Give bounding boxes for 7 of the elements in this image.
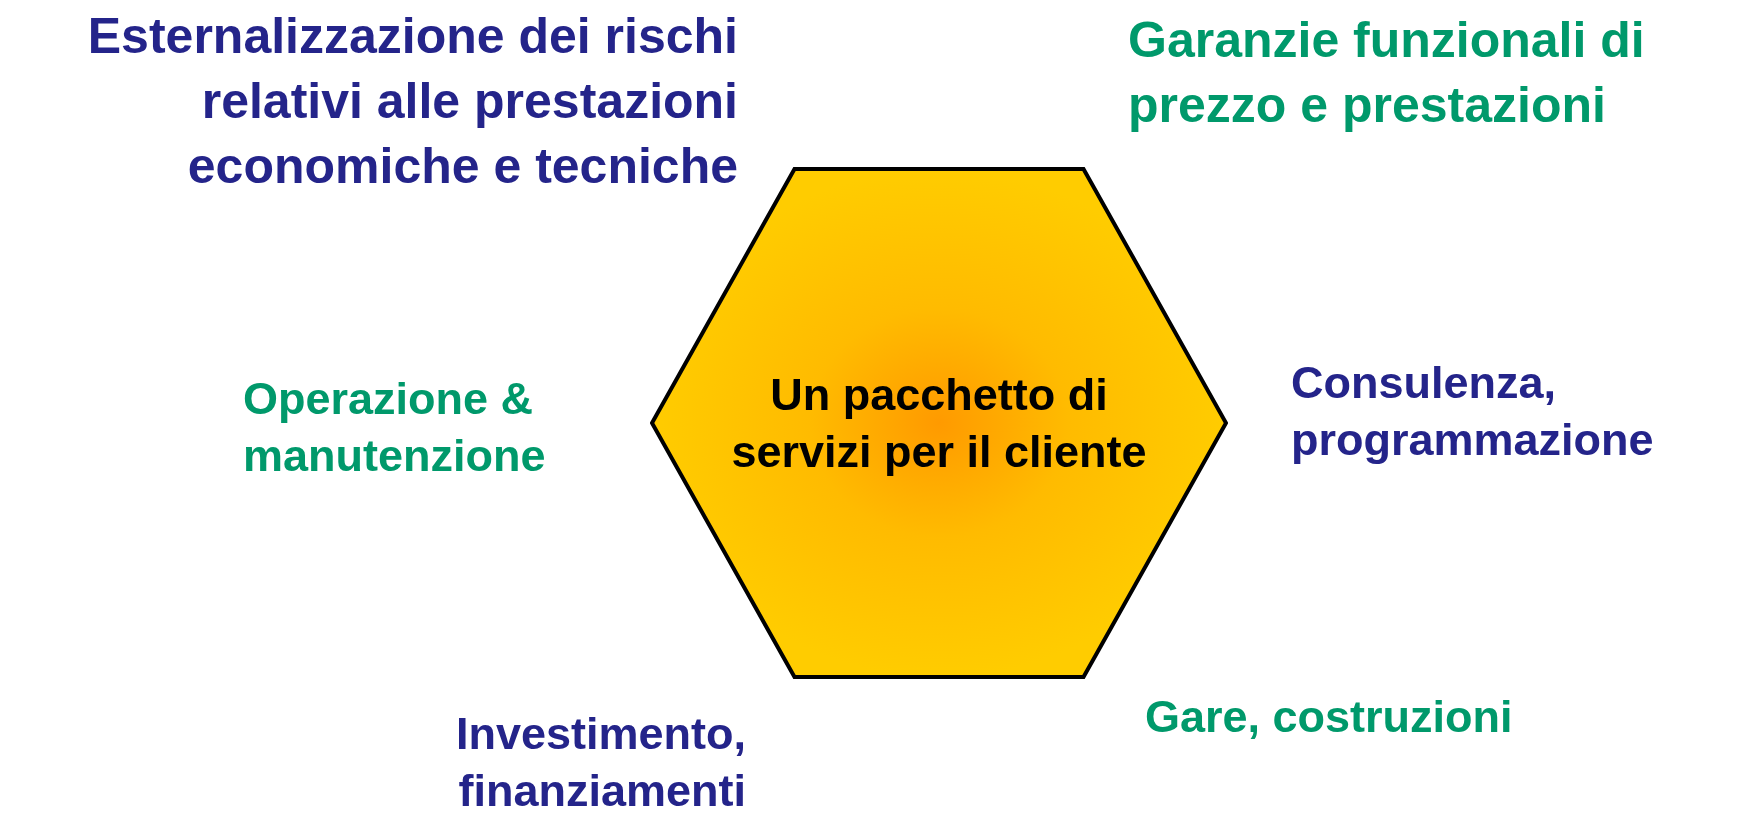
callout-text: Consulenza, programmazione: [1291, 356, 1655, 467]
callout-text: Esternalizzazione dei rischi relativi alle prestazioni economiche e tecniche: [86, 7, 738, 196]
callout-text: Operazione & manutenzione: [243, 372, 547, 483]
callout-text: Gare, costruzioni: [1145, 690, 1514, 744]
callout-text: Investimento, finanziamenti: [454, 707, 746, 815]
node-text: Un pacchetto di servizi per il cliente: [730, 368, 1148, 479]
callout-text: Garanzie funzionali di prezzo e prestazioni: [1128, 11, 1646, 135]
